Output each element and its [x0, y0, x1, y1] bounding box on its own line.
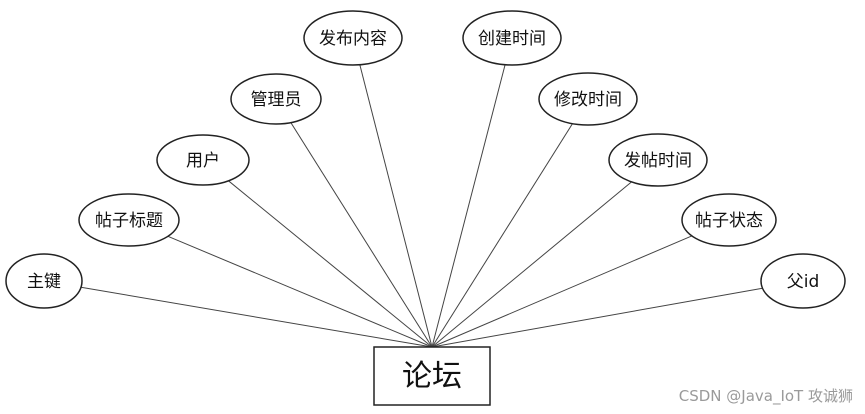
- attribute-ellipse-post-title: [78, 193, 180, 247]
- connector-primary-key: [80, 286, 433, 348]
- connector-user: [228, 180, 433, 348]
- watermark: CSDN @Java_IoT 攻诚狮: [678, 387, 853, 405]
- attribute-label-admin: 管理员: [251, 90, 302, 110]
- attribute-ellipse-primary-key: [5, 253, 83, 309]
- attribute-ellipse-modified-time: [538, 72, 638, 126]
- attribute-label-parent-id: 父id: [787, 272, 820, 292]
- attribute-user: 用户: [156, 134, 250, 186]
- attribute-label-post-time: 发帖时间: [624, 151, 692, 171]
- attribute-label-created-time: 创建时间: [478, 29, 546, 49]
- connector-created-time: [431, 64, 506, 348]
- attribute-ellipse-post-time: [608, 133, 708, 187]
- attribute-label-primary-key: 主键: [27, 272, 61, 292]
- attribute-label-user: 用户: [186, 151, 220, 171]
- attribute-ellipse-created-time: [462, 10, 562, 66]
- attribute-post-title: 帖子标题: [78, 193, 180, 247]
- connector-post-time: [431, 181, 632, 348]
- connector-lines: [80, 64, 763, 348]
- attribute-label-content: 发布内容: [319, 29, 387, 49]
- attribute-label-modified-time: 修改时间: [554, 90, 622, 110]
- entity-label: 论坛: [402, 359, 462, 394]
- attribute-label-post-title: 帖子标题: [95, 211, 163, 231]
- attribute-ellipse-admin: [230, 73, 322, 125]
- attribute-ellipse-content: [303, 10, 403, 66]
- attribute-primary-key: 主键: [5, 253, 83, 309]
- attribute-modified-time: 修改时间: [538, 72, 638, 126]
- connector-parent-id: [431, 287, 763, 348]
- attribute-post-status: 帖子状态: [681, 193, 777, 247]
- attribute-parent-id: 父id: [760, 253, 846, 309]
- entity-node: 论坛: [373, 346, 491, 406]
- attribute-post-time: 发帖时间: [608, 133, 708, 187]
- connector-modified-time: [431, 123, 573, 348]
- attribute-ellipse-user: [156, 134, 250, 186]
- entity-box: [373, 346, 491, 406]
- attribute-label-post-status: 帖子状态: [695, 211, 763, 231]
- attribute-content: 发布内容: [303, 10, 403, 66]
- attribute-ellipse-parent-id: [760, 253, 846, 309]
- connector-post-status: [431, 235, 693, 348]
- attribute-ellipse-post-status: [681, 193, 777, 247]
- connector-content: [359, 64, 433, 348]
- attribute-created-time: 创建时间: [462, 10, 562, 66]
- connector-post-title: [167, 235, 433, 348]
- attribute-admin: 管理员: [230, 73, 322, 125]
- connector-admin: [290, 122, 433, 348]
